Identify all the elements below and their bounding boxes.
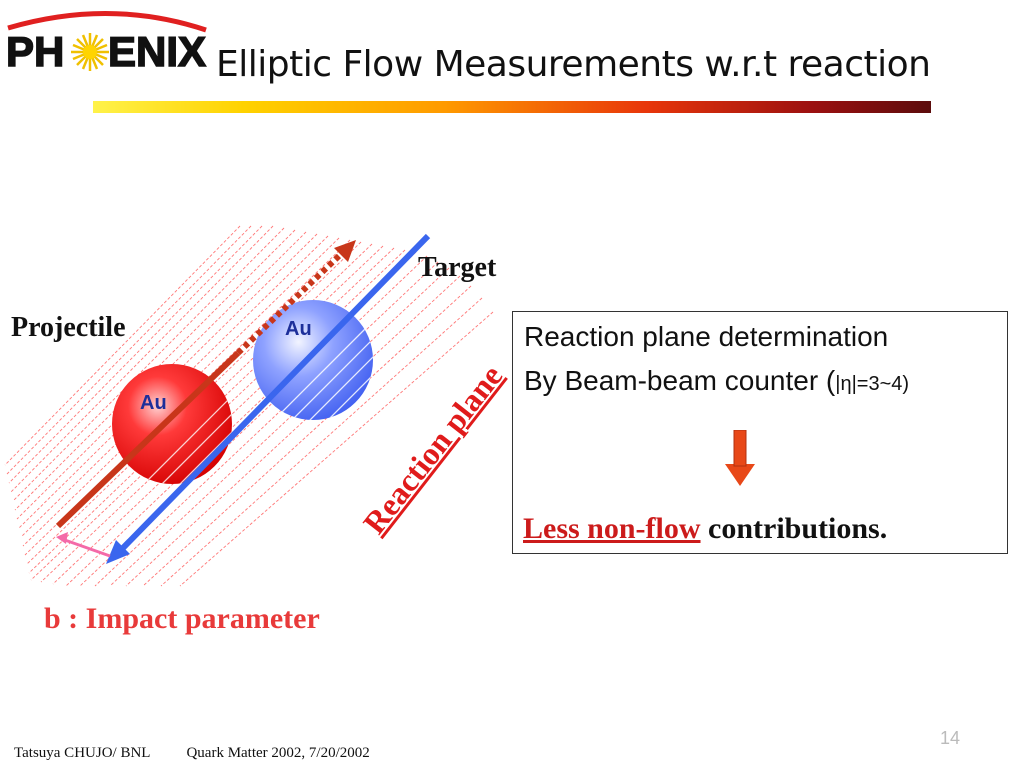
footer-author: Tatsuya CHUJO/ BNL	[14, 745, 151, 761]
title-gradient-bar	[93, 101, 931, 113]
page-title: Elliptic Flow Measurements w.r.t reactio…	[216, 44, 931, 85]
logo-text-left: PH	[6, 28, 64, 75]
target-nucleus-label: Au	[285, 318, 312, 340]
projectile-beam-axis	[55, 350, 241, 529]
collision-diagram	[0, 210, 520, 590]
info-line-eta-range: |η|=3~4)	[835, 373, 910, 395]
target-beam-axis	[118, 233, 431, 553]
info-line-bbc: By Beam-beam counter (|η|=3~4)	[524, 365, 909, 397]
info-box: Reaction plane determination By Beam-bea…	[512, 311, 1008, 554]
impact-parameter-arrow	[61, 537, 111, 558]
target-label: Target	[418, 252, 497, 283]
projectile-beam-dashed	[235, 251, 344, 356]
info-line-reaction-plane: Reaction plane determination	[524, 321, 889, 352]
impact-arrow-head	[56, 532, 68, 544]
down-arrow-icon	[725, 429, 755, 486]
conclusion-highlight: Less non-flow	[523, 512, 701, 545]
impact-parameter-label: b : Impact parameter	[44, 602, 320, 635]
conclusion-rest: contributions.	[700, 512, 888, 545]
conclusion-line: Less non-flow contributions.	[523, 512, 887, 546]
projectile-label: Projectile	[11, 312, 126, 343]
projectile-nucleus-label: Au	[140, 392, 167, 414]
logo-text-right: ENIX	[108, 28, 206, 75]
projectile-arrow-head	[334, 240, 356, 262]
sun-icon	[71, 33, 109, 71]
projectile-nucleus	[112, 364, 232, 484]
footer: Tatsuya CHUJO/ BNL Quark Matter 2002, 7/2…	[14, 745, 406, 762]
page-number: 14	[940, 728, 961, 748]
phenix-logo: PH ENIX	[0, 0, 214, 92]
footer-event: Quark Matter 2002, 7/20/2002	[186, 745, 370, 761]
info-line-bbc-main: By Beam-beam counter (	[524, 365, 836, 396]
target-arrow-head	[106, 540, 130, 564]
target-nucleus	[253, 300, 373, 420]
